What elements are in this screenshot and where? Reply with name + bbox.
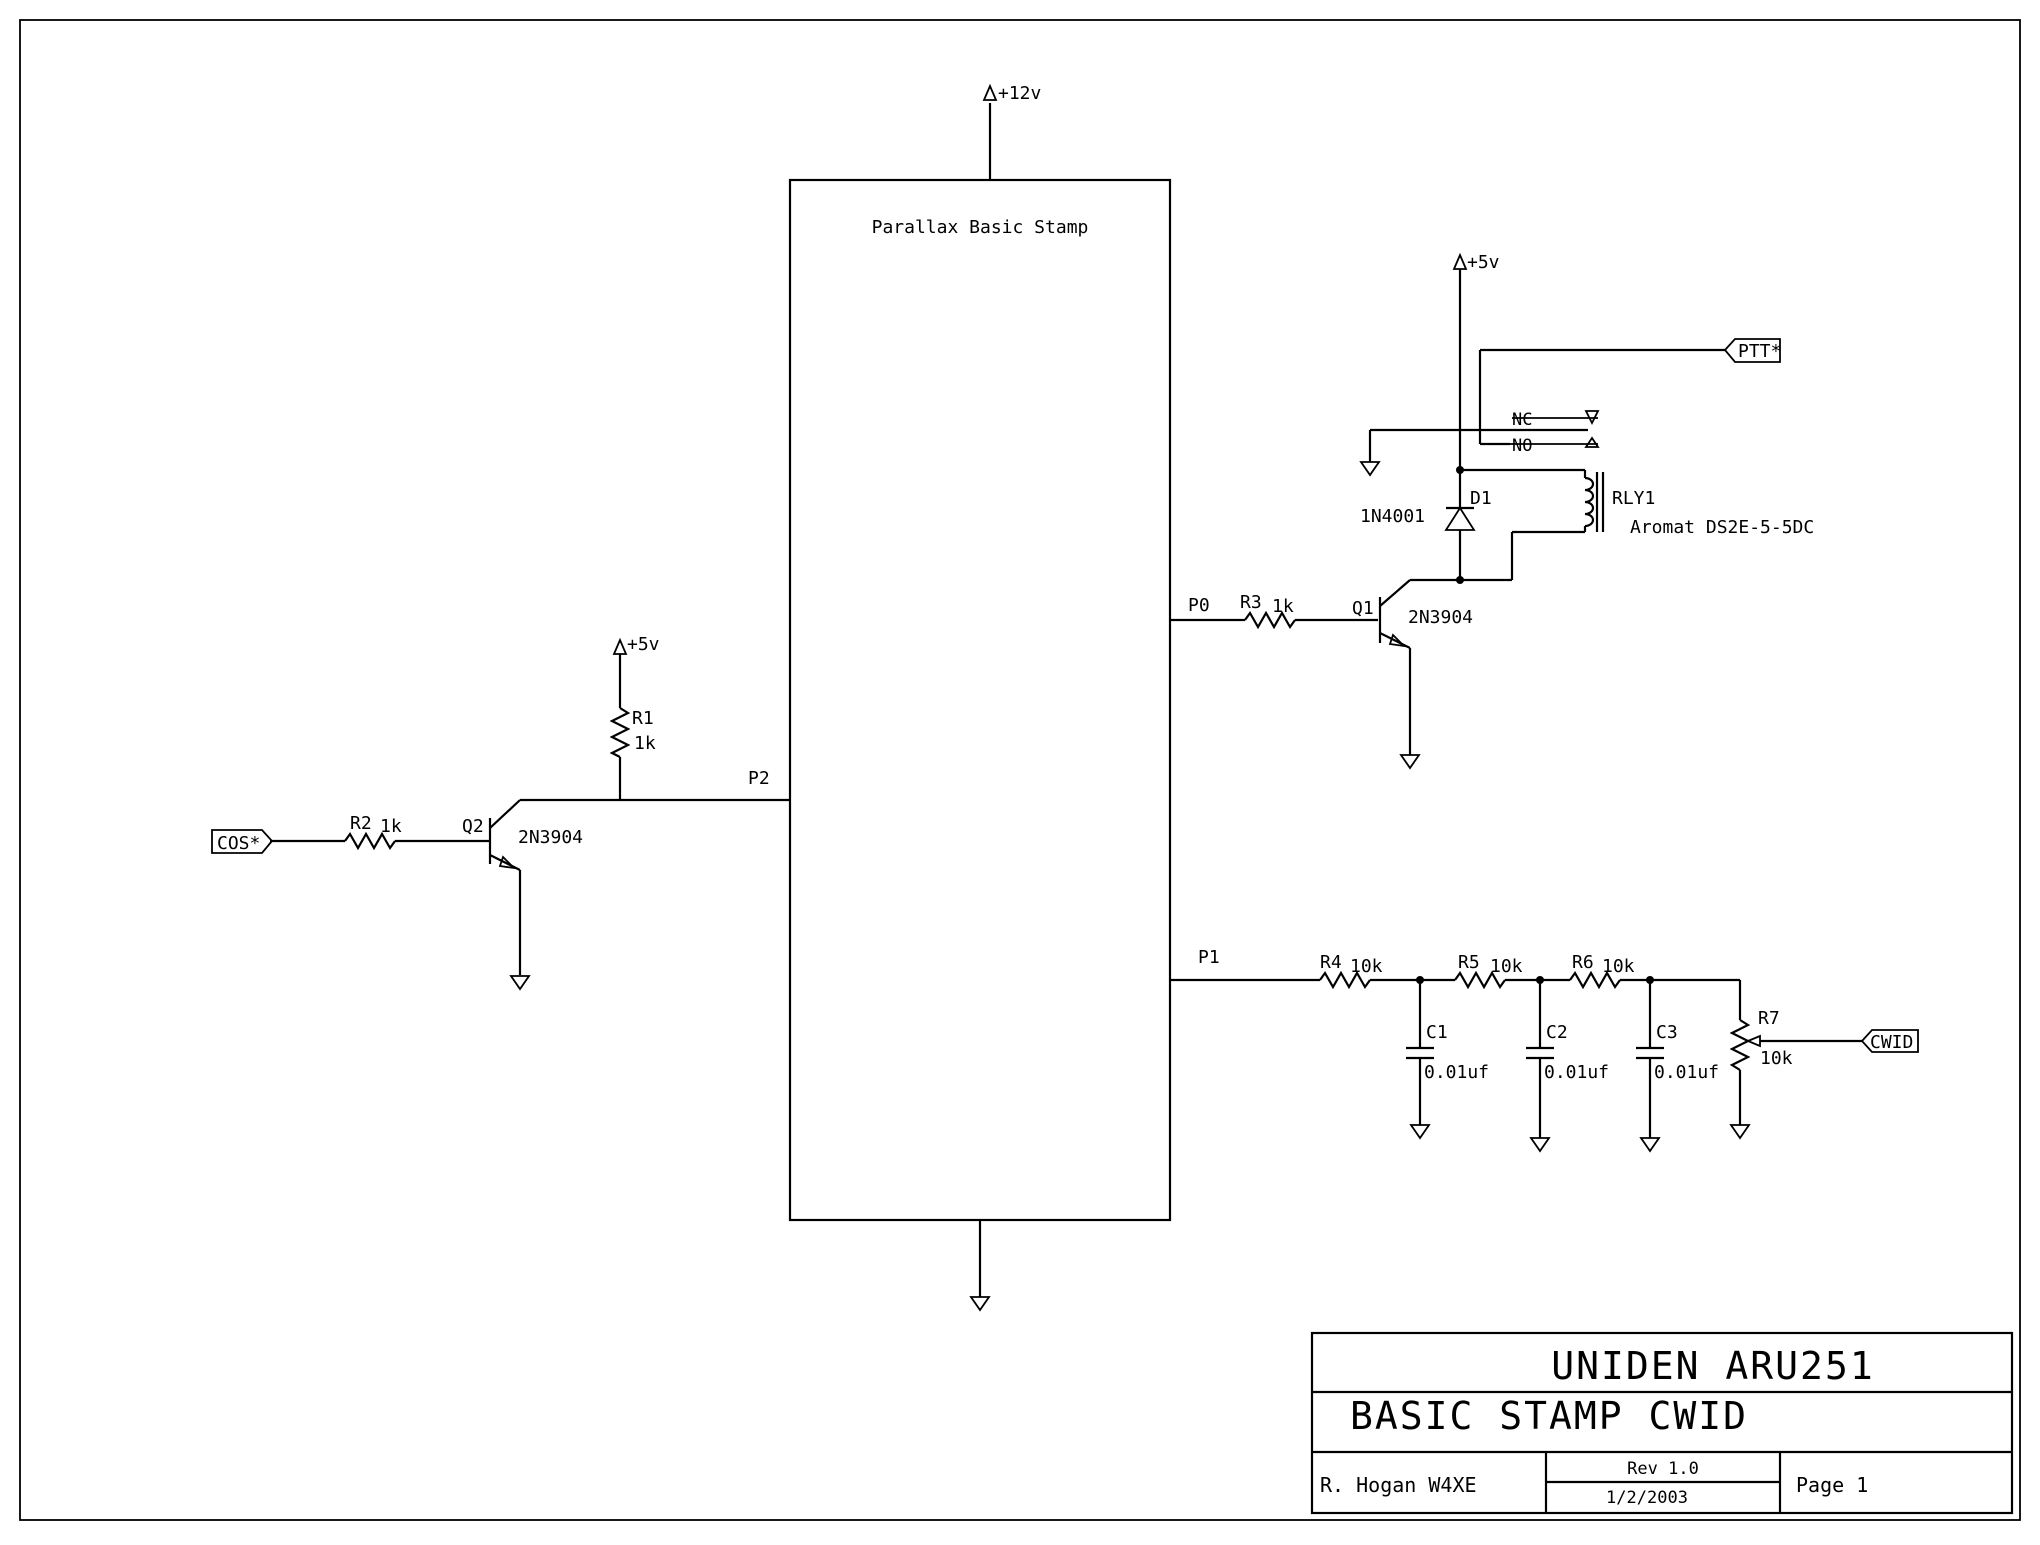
r7-ref: R7	[1758, 1008, 1780, 1029]
q1-transistor: Q1 2N3904	[1352, 578, 1473, 770]
p1-net: P1	[1170, 947, 1320, 982]
title-page: Page 1	[1796, 1473, 1868, 1497]
c2-value: 0.01uf	[1544, 1062, 1609, 1083]
rly1-value: Aromat DS2E-5-5DC	[1630, 517, 1814, 538]
pin-p2-label: P2	[748, 768, 770, 789]
p2-net: P2	[520, 768, 790, 802]
basic-stamp-ic: Parallax Basic Stamp	[788, 178, 1172, 1222]
c3-capacitor: C3 0.01uf	[1636, 976, 1719, 1153]
p0-net: P0	[1170, 595, 1240, 622]
cwid-port-label: CWID	[1870, 1032, 1913, 1053]
title-drawing: BASIC STAMP CWID	[1350, 1394, 1748, 1438]
rly1-contacts: NC NO	[1359, 348, 1725, 477]
r3-value: 1k	[1272, 596, 1294, 617]
r4-value: 10k	[1350, 956, 1383, 977]
c1-value: 0.01uf	[1424, 1062, 1489, 1083]
rly1-nc-label: NC	[1512, 410, 1532, 430]
supply-5v-relay-label: +5v	[1467, 252, 1500, 273]
c3-value: 0.01uf	[1654, 1062, 1719, 1083]
ground-symbol	[1409, 1124, 1431, 1140]
rly1-no-label: NO	[1512, 436, 1532, 456]
title-author: R. Hogan W4XE	[1320, 1473, 1477, 1497]
q2-transistor: Q2 2N3904	[462, 799, 583, 991]
ground-symbol	[509, 975, 531, 991]
rly1-ref: RLY1	[1612, 488, 1655, 509]
cos-port-label: COS*	[217, 833, 260, 854]
d1-ref: D1	[1470, 488, 1492, 509]
r2-ref: R2	[350, 813, 372, 834]
c2-capacitor: C2 0.01uf	[1526, 976, 1609, 1153]
r4-resistor: R4 10k	[1319, 952, 1420, 990]
r5-resistor: R5 10k	[1420, 952, 1540, 990]
rly1-relay: RLY1 Aromat DS2E-5-5DC	[1460, 468, 1814, 582]
d1-value: 1N4001	[1360, 506, 1425, 527]
supply-12v-label: +12v	[998, 83, 1041, 104]
pin-p0-label: P0	[1188, 595, 1210, 616]
cos-port: COS*	[211, 829, 274, 854]
supply-12v: +12v	[982, 83, 1041, 180]
r7-value: 10k	[1760, 1048, 1793, 1069]
q2-value: 2N3904	[518, 827, 583, 848]
ground-symbol	[1359, 461, 1381, 477]
d1-diode: D1 1N4001	[1360, 470, 1492, 584]
cwid-port: CWID	[1860, 1029, 1919, 1053]
r6-resistor: R6 10k	[1540, 952, 1650, 990]
title-block: UNIDEN ARU251 BASIC STAMP CWID R. Hogan …	[1310, 1331, 2014, 1515]
ground-symbol	[1639, 1137, 1661, 1153]
sheet-border	[19, 19, 2021, 1521]
title-company: UNIDEN ARU251	[1551, 1344, 1874, 1388]
r1-resistor: +5v R1 1k	[609, 634, 660, 800]
ptt-port-label: PTT*	[1738, 341, 1781, 362]
c1-ref: C1	[1426, 1022, 1448, 1043]
r5-ref: R5	[1458, 952, 1480, 973]
r1-value: 1k	[634, 733, 656, 754]
r1-ref: R1	[632, 708, 654, 729]
ground-symbol	[969, 1296, 991, 1312]
r2-value: 1k	[380, 816, 402, 837]
pin-p1-label: P1	[1198, 947, 1220, 968]
r2-resistor: R2 1k	[270, 813, 470, 851]
q1-ref: Q1	[1352, 598, 1374, 619]
relay-supply: +5v	[1452, 252, 1500, 474]
ground-symbol	[1529, 1137, 1551, 1153]
ground-symbol	[1729, 1124, 1751, 1140]
q1-value: 2N3904	[1408, 607, 1473, 628]
r3-ref: R3	[1240, 592, 1262, 613]
r3-resistor: R3 1k	[1240, 592, 1378, 630]
c1-capacitor: C1 0.01uf	[1406, 976, 1489, 1140]
title-date: 1/2/2003	[1606, 1488, 1688, 1508]
c2-ref: C2	[1546, 1022, 1568, 1043]
r6-ref: R6	[1572, 952, 1594, 973]
ptt-port: PTT*	[1723, 338, 1781, 363]
r5-value: 10k	[1490, 956, 1523, 977]
c3-ref: C3	[1656, 1022, 1678, 1043]
r6-value: 10k	[1602, 956, 1635, 977]
ground-symbol	[1399, 754, 1421, 770]
q2-ref: Q2	[462, 816, 484, 837]
ic-ground	[969, 1220, 991, 1312]
ic-name: Parallax Basic Stamp	[872, 217, 1089, 238]
r7-potentiometer: R7 10k	[1650, 978, 1862, 1140]
r4-ref: R4	[1320, 952, 1342, 973]
title-rev: Rev 1.0	[1627, 1459, 1699, 1479]
supply-5v-pullup-label: +5v	[627, 634, 660, 655]
